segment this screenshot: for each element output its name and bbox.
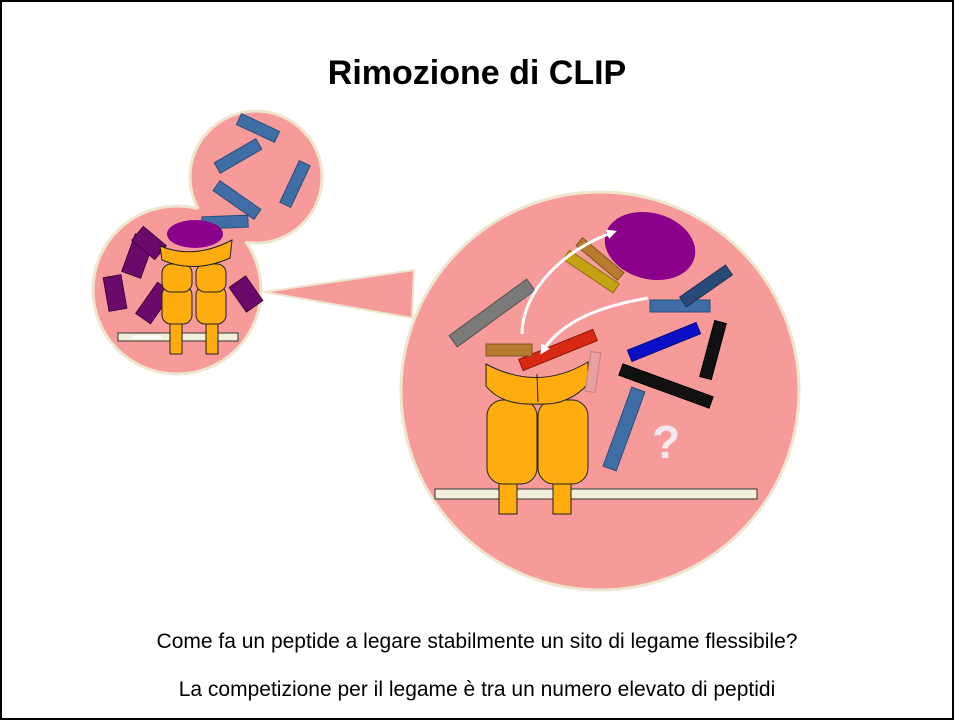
vesicle-large [399, 190, 801, 592]
membrane-large [434, 488, 758, 500]
zoom-callout [263, 268, 416, 320]
peptides-top-vesicle [201, 113, 311, 230]
peptide-grey [448, 278, 536, 348]
peptide-blue-large [602, 386, 646, 472]
peptide-red [518, 328, 598, 372]
arrow-clip-release [520, 229, 617, 335]
peptide-blue [212, 180, 262, 220]
clip-removal-diagram: ? [91, 109, 801, 592]
peptide-blue [279, 159, 311, 209]
peptide-brown-bound [485, 343, 533, 357]
peptide-blue-large [649, 299, 711, 313]
peptides-large-vesicle [448, 237, 734, 472]
peptide-blue [235, 113, 281, 143]
peptide-brown [575, 237, 625, 281]
peptide-blue [213, 138, 263, 174]
caption-line-1: Come fa un peptide a legare stabilmente … [156, 630, 798, 653]
peptide-purple [228, 275, 264, 313]
peptide-navy [626, 321, 702, 363]
peptide-blue-large [678, 264, 734, 308]
clip-large [604, 211, 696, 281]
arrow-peptide-loading [540, 296, 649, 355]
peptide-pink [584, 350, 602, 394]
caption-line-2: La competizione per il legame è tra un n… [178, 678, 776, 701]
peptide-black [699, 319, 727, 381]
clip-small [167, 220, 223, 248]
peptide-black [618, 363, 714, 409]
slide-title: Rimozione di CLIP [327, 54, 627, 92]
question-mark: ? [652, 416, 680, 468]
peptide-purple [102, 274, 128, 312]
exchange-arrows [520, 229, 649, 355]
mhc-molecule-small [159, 239, 233, 355]
mhc-molecule-large [485, 361, 589, 515]
peptide-gold [562, 249, 620, 294]
